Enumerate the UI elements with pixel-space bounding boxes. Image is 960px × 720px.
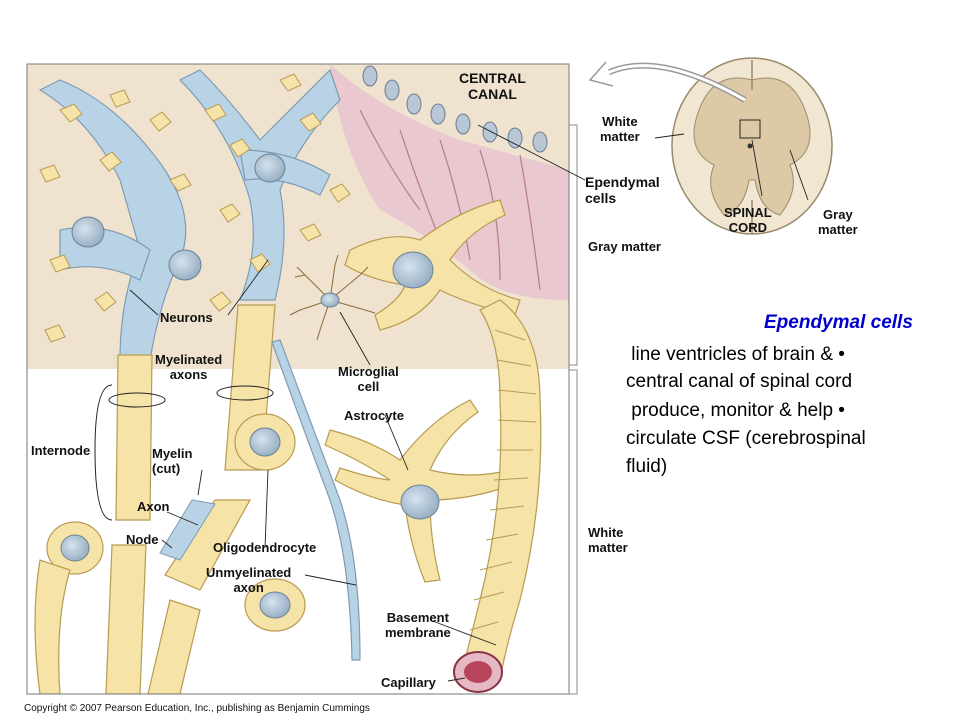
label-capillary: Capillary [381, 675, 436, 690]
region-brackets [569, 124, 578, 695]
caption-line-4: circulate CSF (cerebrospinal [626, 428, 866, 449]
label-node: Node [126, 532, 159, 547]
internode-bracket [94, 384, 113, 521]
capillary [453, 299, 542, 693]
myelinated-axons [105, 304, 276, 694]
neuron-nuclei [71, 153, 286, 281]
label-neurons: Neurons [160, 310, 213, 325]
label-astrocyte: Astrocyte [344, 408, 404, 423]
label-myelin-cut: Myelin(cut) [152, 446, 193, 476]
caption-line-1: line ventricles of brain & • [626, 344, 845, 365]
caption-line-2: central canal of spinal cord [626, 371, 853, 392]
ependymal-cells [362, 65, 548, 153]
oligodendrocyte-nuclei [60, 427, 291, 619]
caption-line-3: produce, monitor & help • [626, 400, 845, 421]
caption-title: Ependymal cells [764, 312, 913, 333]
ependymal-region [330, 64, 569, 300]
label-oligodendrocyte: Oligodendrocyte [213, 540, 317, 555]
microglial-nucleus [320, 292, 340, 308]
microglial-cell [289, 254, 376, 341]
label-internode: Internode [31, 443, 91, 458]
leader-lines [129, 124, 809, 682]
unmyelinated-axon [271, 339, 361, 661]
astrocyte-end-feet [39, 73, 351, 343]
caption-line-5: fluid) [626, 456, 668, 477]
tissue-panel [27, 64, 569, 694]
spinal-cord-inset [588, 57, 833, 235]
label-axon: Axon [137, 499, 170, 514]
exposed-axon [159, 499, 216, 561]
copyright-notice: Copyright © 2007 Pearson Education, Inc.… [24, 703, 370, 714]
label-gray-matter-side: Gray matter [588, 239, 661, 254]
astrocyte-nuclei [392, 251, 440, 520]
